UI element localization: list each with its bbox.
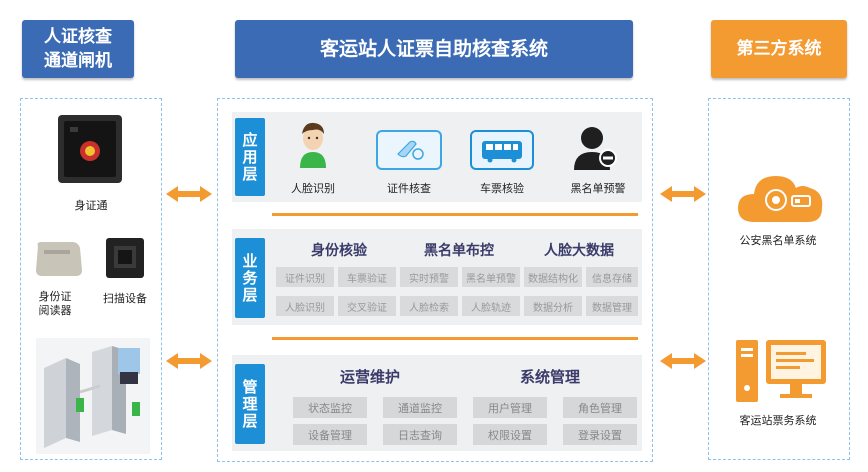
identity-terminal-icon bbox=[58, 115, 122, 183]
right-header: 第三方系统 bbox=[711, 20, 847, 78]
business-chip: 数据管理 bbox=[586, 296, 638, 316]
separator-2 bbox=[272, 337, 638, 340]
id-card-reader-icon bbox=[36, 242, 82, 276]
business-chip: 人脸轨迹 bbox=[462, 296, 520, 316]
business-chip: 交叉验证 bbox=[338, 296, 396, 316]
center-header: 客运站人证票自助核查系统 bbox=[235, 20, 633, 78]
right-panel bbox=[708, 98, 850, 460]
right-label-ticket: 客运站票务系统 bbox=[739, 414, 817, 427]
right-label-police: 公安黑名单系统 bbox=[739, 234, 817, 247]
management-layer-tag: 管理层 bbox=[235, 364, 265, 444]
business-chip: 人脸识别 bbox=[276, 296, 334, 316]
id-check-icon bbox=[376, 130, 442, 170]
center-panel bbox=[217, 98, 653, 462]
management-chip: 角色管理 bbox=[563, 397, 637, 418]
management-chip: 权限设置 bbox=[473, 424, 547, 445]
business-category-2: 人脸大数据 bbox=[544, 243, 614, 259]
business-layer-tag: 业务层 bbox=[235, 238, 265, 318]
business-chip: 人脸检索 bbox=[400, 296, 458, 316]
device-label-2: 身份证 阅读器 bbox=[38, 290, 72, 317]
arrow-left-top bbox=[166, 186, 212, 202]
scanner-icon bbox=[106, 238, 144, 278]
blacklist-alert-icon bbox=[574, 127, 617, 170]
arrow-left-bottom bbox=[166, 353, 212, 369]
app-label-3: 黑名单预警 bbox=[570, 182, 626, 195]
app-label-1: 证件核查 bbox=[387, 182, 431, 195]
business-category-1: 黑名单布控 bbox=[424, 243, 494, 259]
device-label-1: 身证通 bbox=[74, 199, 108, 212]
arrow-right-bottom bbox=[660, 353, 706, 369]
management-category-1: 系统管理 bbox=[519, 368, 580, 386]
management-category-0: 运营维护 bbox=[339, 368, 400, 386]
device-label-3: 扫描设备 bbox=[103, 292, 147, 305]
management-chip: 通道监控 bbox=[383, 397, 457, 418]
business-chip: 黑名单预警 bbox=[462, 267, 520, 287]
management-chip: 设备管理 bbox=[293, 424, 367, 445]
ticketing-computer-icon bbox=[736, 340, 826, 402]
app-layer-tag: 应用层 bbox=[235, 118, 265, 196]
separator-1 bbox=[272, 213, 638, 216]
gate-turnstile-icon bbox=[36, 338, 150, 454]
left-panel bbox=[20, 98, 162, 460]
business-chip: 实时预警 bbox=[400, 267, 458, 287]
ticket-check-icon bbox=[470, 130, 534, 170]
app-label-0: 人脸识别 bbox=[291, 182, 335, 195]
management-chip: 日志查询 bbox=[383, 424, 457, 445]
business-chip: 数据分析 bbox=[524, 296, 582, 316]
business-category-0: 身份核验 bbox=[311, 243, 367, 259]
police-cloud-icon bbox=[738, 176, 823, 222]
management-chip: 状态监控 bbox=[293, 397, 367, 418]
app-label-2: 车票核验 bbox=[480, 182, 524, 195]
left-header: 人证核查 通道闸机 bbox=[22, 20, 134, 78]
arrow-right-top bbox=[660, 186, 706, 202]
management-chip: 登录设置 bbox=[563, 424, 637, 445]
business-chip: 数据结构化 bbox=[524, 267, 582, 287]
management-chip: 用户管理 bbox=[473, 397, 547, 418]
face-recognition-icon bbox=[300, 122, 326, 168]
business-chip: 信息存储 bbox=[586, 267, 638, 287]
business-chip: 证件识别 bbox=[276, 267, 334, 287]
business-chip: 车票验证 bbox=[338, 267, 396, 287]
